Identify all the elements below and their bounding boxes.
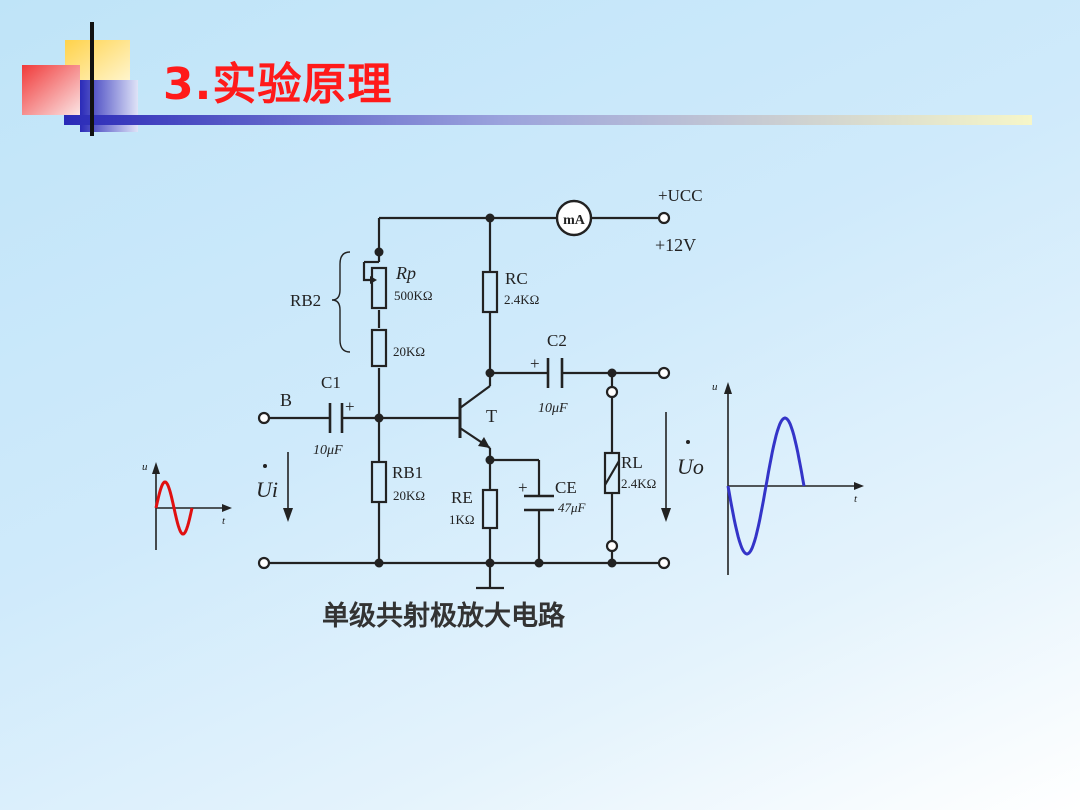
b-label: B bbox=[280, 390, 292, 410]
wires bbox=[264, 216, 664, 590]
t-label: T bbox=[486, 406, 497, 426]
ce-label: CE bbox=[555, 478, 577, 497]
terminal-rl-top bbox=[605, 385, 619, 399]
resistor-rc bbox=[481, 270, 499, 314]
output-sine-wave bbox=[726, 416, 806, 556]
page-title: 3.实验原理 bbox=[163, 59, 393, 110]
input-axis-t: t bbox=[222, 515, 226, 527]
input-waveform bbox=[152, 462, 232, 550]
r20k-value: 20KΩ bbox=[393, 344, 425, 359]
transistor-t bbox=[458, 385, 491, 449]
junction-dots bbox=[374, 213, 617, 568]
re-value: 1KΩ bbox=[449, 512, 475, 527]
vcc-value: +12V bbox=[655, 235, 696, 255]
ornament-vertical-line bbox=[90, 22, 94, 136]
terminal-in-bottom bbox=[257, 556, 271, 570]
re-label: RE bbox=[451, 488, 473, 507]
output-axis-t: t bbox=[854, 493, 858, 505]
c2-plus: + bbox=[530, 354, 540, 373]
uo-label: Uo bbox=[677, 454, 704, 479]
vcc-label: +UCC bbox=[658, 186, 703, 205]
c2-value: 10μF bbox=[538, 401, 568, 416]
ui-arrow bbox=[283, 452, 293, 522]
rc-value: 2.4KΩ bbox=[504, 292, 539, 307]
input-axis-u: u bbox=[142, 461, 148, 473]
rb1-label: RB1 bbox=[392, 463, 423, 482]
capacitor-c1 bbox=[328, 403, 344, 433]
terminal-vcc bbox=[657, 211, 671, 225]
ui-label: Ui bbox=[256, 477, 278, 502]
terminal-rl-bottom bbox=[605, 539, 619, 553]
rp-value: 500KΩ bbox=[394, 288, 433, 303]
rp-arrow-icon bbox=[370, 276, 377, 284]
rb2-label: RB2 bbox=[290, 291, 321, 310]
ui-label-group: Ui bbox=[256, 464, 278, 502]
emitter-arrow-icon bbox=[478, 437, 490, 448]
c1-label: C1 bbox=[321, 373, 341, 392]
rb1-value: 20KΩ bbox=[393, 488, 425, 503]
rl-value: 2.4KΩ bbox=[621, 476, 656, 491]
ce-plus: + bbox=[518, 478, 528, 497]
resistor-rb1 bbox=[370, 460, 388, 504]
rl-label: RL bbox=[621, 453, 643, 472]
ornament-red-block bbox=[22, 65, 80, 115]
input-sine-wave bbox=[154, 480, 194, 536]
terminal-out-top bbox=[657, 366, 671, 380]
title-ornament bbox=[22, 22, 1032, 136]
output-axis-u: u bbox=[712, 381, 718, 393]
resistor-rl bbox=[603, 451, 621, 495]
terminal-in-top bbox=[257, 411, 271, 425]
c2-label: C2 bbox=[547, 331, 567, 350]
c1-plus: + bbox=[345, 397, 355, 416]
uo-label-group: Uo bbox=[677, 440, 704, 479]
rb2-brace bbox=[331, 251, 351, 353]
resistor-re bbox=[481, 488, 499, 530]
rp-label: Rp bbox=[395, 263, 416, 283]
ce-value: 47μF bbox=[558, 500, 587, 515]
uo-arrow bbox=[661, 412, 671, 522]
milliammeter bbox=[555, 199, 593, 237]
output-waveform bbox=[724, 382, 864, 575]
rc-label: RC bbox=[505, 269, 528, 288]
terminals bbox=[257, 211, 671, 570]
resistor-20k bbox=[370, 328, 388, 368]
circuit-caption: 单级共射极放大电路 bbox=[322, 601, 565, 632]
capacitor-ce bbox=[524, 494, 554, 512]
c1-value: 10μF bbox=[313, 443, 343, 458]
terminal-out-bottom bbox=[657, 556, 671, 570]
resistor-rp bbox=[370, 266, 388, 310]
title-underline-bar bbox=[64, 115, 1032, 125]
meter-label: mA bbox=[563, 213, 586, 228]
capacitor-c2 bbox=[546, 358, 564, 388]
